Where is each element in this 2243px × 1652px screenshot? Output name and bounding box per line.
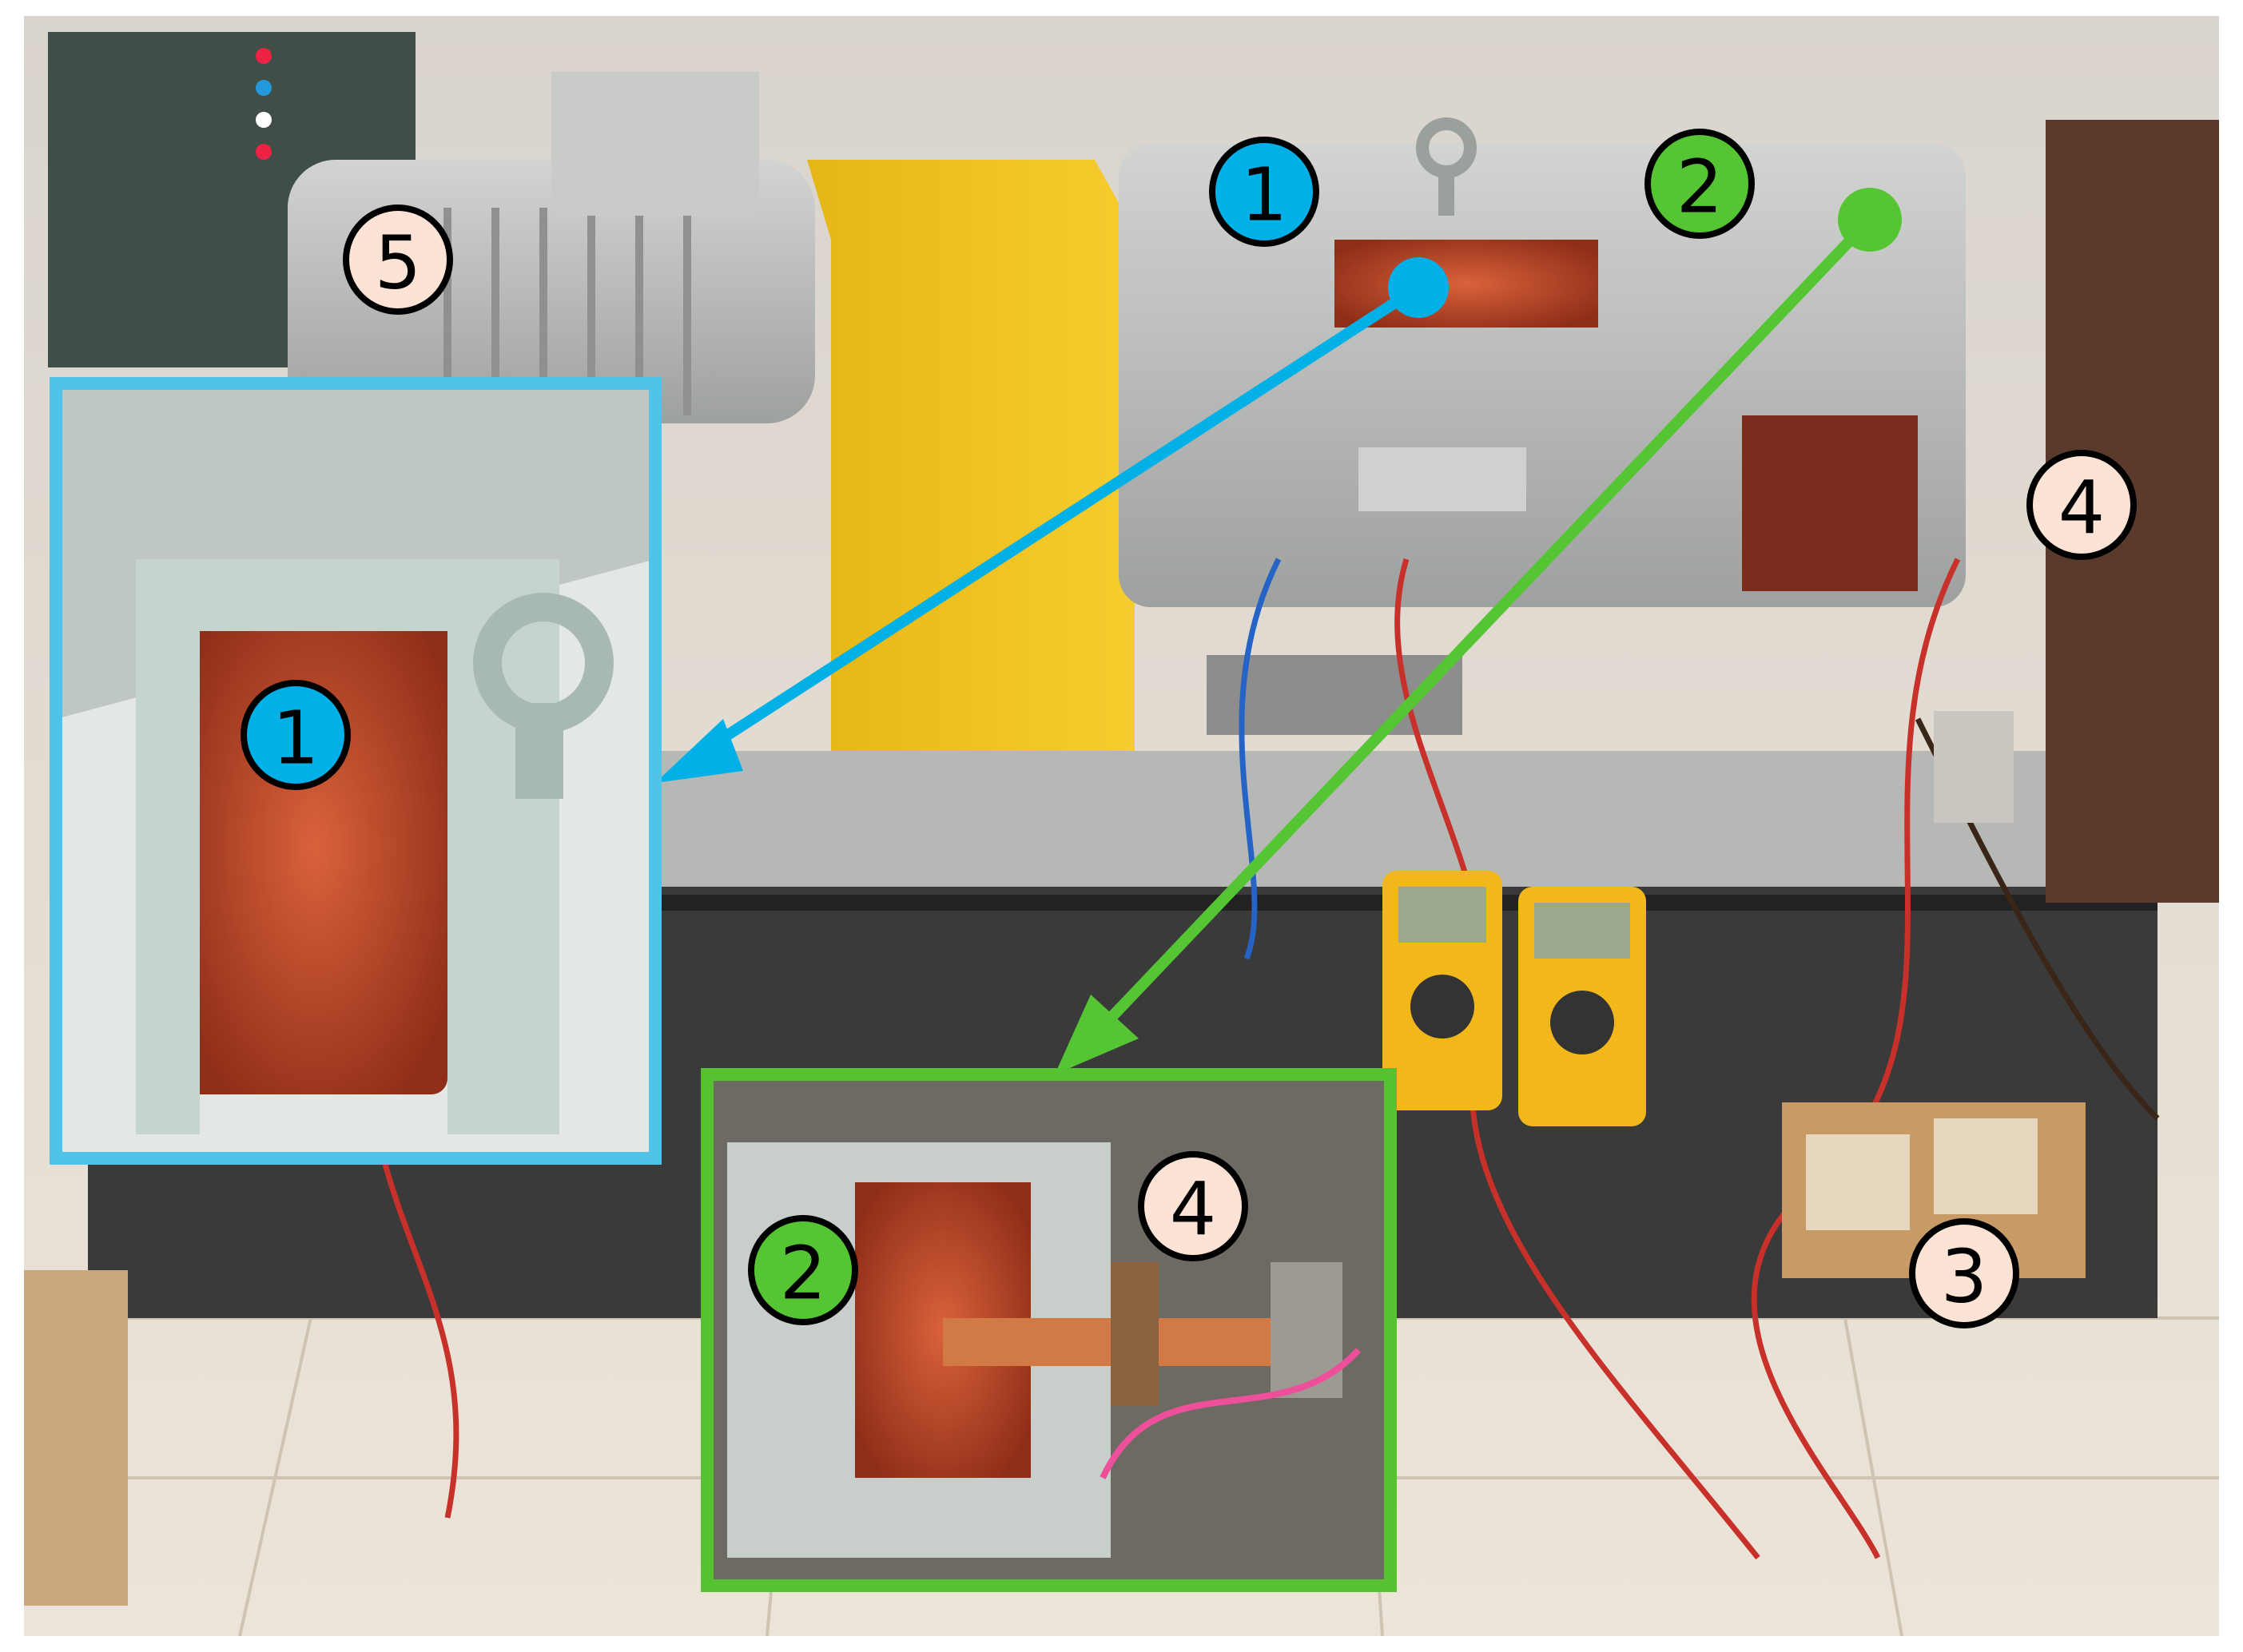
marker-4-main: 4 <box>2026 450 2137 560</box>
marker-3: 3 <box>1909 1218 2019 1328</box>
callout-arrow-2 <box>1055 188 1902 1074</box>
armature-window <box>1742 415 1918 591</box>
marker-2-main: 2 <box>1644 129 1755 239</box>
marker-2-inset: 2 <box>748 1215 858 1325</box>
marker-5: 5 <box>343 205 453 315</box>
marker-1-main-label: 1 <box>1241 153 1288 238</box>
marker-4-inset-label: 4 <box>1170 1167 1217 1253</box>
multimeter-left <box>1382 871 1502 1110</box>
marker-4-inset: 4 <box>1138 1151 1248 1261</box>
marker-1-main: 1 <box>1209 137 1319 247</box>
terminal-box <box>551 72 759 216</box>
coupling-guard <box>807 160 1135 751</box>
connector-strip <box>1358 447 1526 511</box>
inset-armature <box>701 1068 1397 1592</box>
marker-3-label: 3 <box>1941 1234 1988 1320</box>
inset-field-winding <box>50 377 662 1165</box>
marker-1-inset-label: 1 <box>272 696 320 781</box>
eye-bolt-icon <box>1416 117 1477 216</box>
cabinet-lamps <box>256 48 272 160</box>
multimeter-right <box>1518 887 1646 1126</box>
marker-1-inset: 1 <box>241 680 351 790</box>
marker-2-inset-label: 2 <box>780 1231 827 1316</box>
marker-5-label: 5 <box>375 220 422 306</box>
callout-arrow-1 <box>655 257 1449 783</box>
marker-2-main-label: 2 <box>1676 145 1724 230</box>
marker-4-main-label: 4 <box>2058 466 2106 551</box>
terminal-block-4 <box>1934 711 2014 823</box>
cardboard-box <box>24 1270 128 1606</box>
